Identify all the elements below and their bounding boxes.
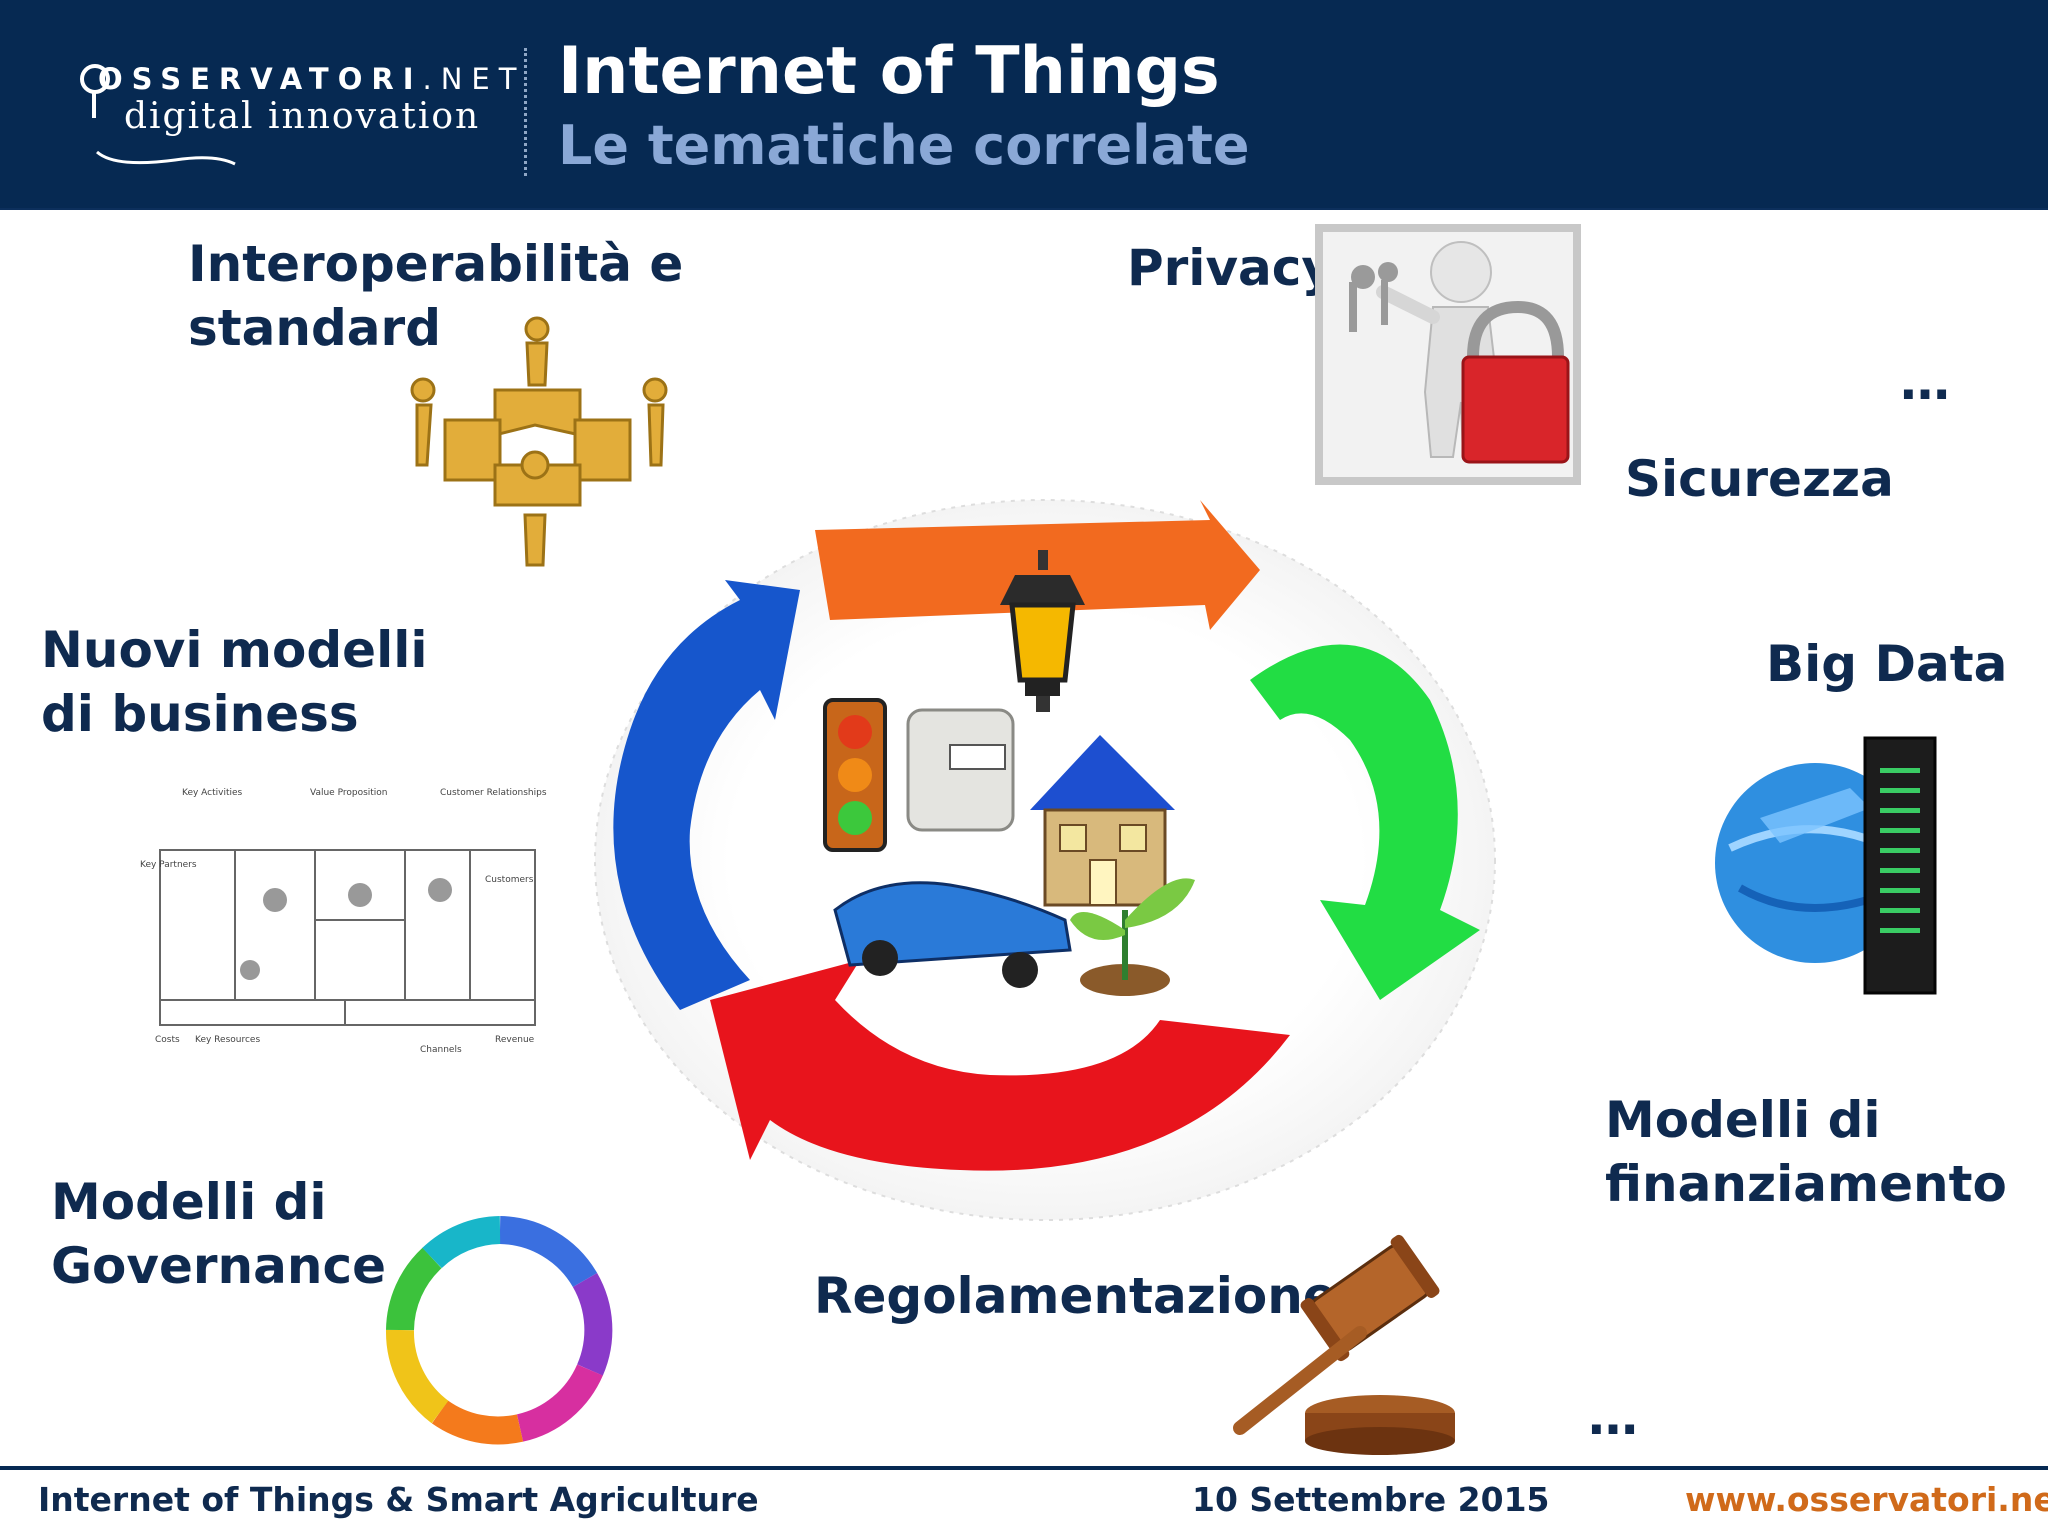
cycle-arrow-red <box>710 960 1290 1171</box>
topic-interoperability-line2: standard <box>188 299 441 357</box>
canvas-key-activities: Key Activities <box>182 788 243 798</box>
footer-divider <box>0 1466 2048 1470</box>
topic-interoperability: Interoperabilità e standard <box>188 232 683 360</box>
business-canvas-icon: Key Activities Value Proposition Custome… <box>140 780 550 1080</box>
canvas-channels: Channels <box>420 1045 462 1055</box>
topic-interoperability-line1: Interoperabilità e <box>188 235 684 293</box>
logo-tagline: digital innovation <box>124 96 481 137</box>
canvas-value-proposition: Value Proposition <box>310 788 388 798</box>
cycle-arrow-green <box>1250 644 1480 1000</box>
topic-sicurezza: Sicurezza <box>1625 450 1894 508</box>
logo-magnifier-stem <box>92 92 96 118</box>
topic-regolamentazione: Regolamentazione <box>814 1267 1337 1325</box>
topic-nuovi-modelli-line2: di business <box>41 685 359 743</box>
iot-cycle-diagram <box>594 499 1496 1221</box>
traffic-light-icon <box>823 698 887 852</box>
logo-swoosh-icon <box>96 150 236 166</box>
cycle-arrow-blue <box>613 580 800 1010</box>
people-ring-icon <box>386 1216 613 1445</box>
cycle-arrow-orange <box>815 500 1260 630</box>
topic-finanziamento: Modelli di finanziamento <box>1605 1088 2007 1216</box>
canvas-customer-relationships: Customer Relationships <box>440 788 547 798</box>
canvas-key-resources: Key Resources <box>195 1035 261 1045</box>
page-subtitle: Le tematiche correlate <box>558 114 1250 177</box>
logo-text-top: OSSERVATORI.NET <box>98 62 525 96</box>
topic-finanziamento-line1: Modelli di <box>1605 1091 1881 1149</box>
gas-meter-icon <box>906 708 1015 832</box>
lock-key-figure-icon <box>1315 224 1581 485</box>
topic-nuovi-modelli: Nuovi modelli di business <box>41 618 428 746</box>
header-divider <box>524 48 527 176</box>
topic-finanziamento-line2: finanziamento <box>1605 1155 2007 1213</box>
street-lamp-icon <box>1000 550 1085 712</box>
topic-nuovi-modelli-line1: Nuovi modelli <box>41 621 428 679</box>
house-icon <box>1030 735 1175 907</box>
topic-governance-line2: Governance <box>51 1237 387 1295</box>
canvas-grid <box>159 849 536 1026</box>
footer-date: 10 Settembre 2015 <box>1192 1480 1550 1519</box>
key-icon <box>1349 262 1398 332</box>
footer-url-link[interactable]: www.osservatori.net <box>1685 1480 2048 1519</box>
header-bar: OSSERVATORI.NET digital innovation Inter… <box>0 0 2048 210</box>
topic-big-data: Big Data <box>1766 635 2008 693</box>
gavel-icon <box>1233 1234 1455 1455</box>
logo-name: OSSERVATORI <box>98 62 423 96</box>
page-title: Internet of Things <box>558 34 1220 109</box>
topic-privacy: Privacy <box>1127 239 1335 297</box>
canvas-key-partners: Key Partners <box>140 860 197 870</box>
car-icon <box>833 881 1072 988</box>
topic-governance: Modelli di Governance <box>51 1170 386 1298</box>
canvas-costs: Costs <box>155 1035 180 1045</box>
plant-icon <box>1070 878 1195 996</box>
ellipsis-top: … <box>1900 353 1950 411</box>
canvas-customers: Customers <box>485 875 534 885</box>
logo-suffix: .NET <box>422 62 526 96</box>
footer-event: Internet of Things & Smart Agriculture <box>38 1480 759 1519</box>
ellipsis-bottom: … <box>1588 1388 1638 1446</box>
topic-governance-line1: Modelli di <box>51 1173 327 1231</box>
puzzle-figures-icon <box>410 316 668 567</box>
canvas-revenue: Revenue <box>495 1035 535 1045</box>
globe-server-icon <box>1715 736 1937 995</box>
